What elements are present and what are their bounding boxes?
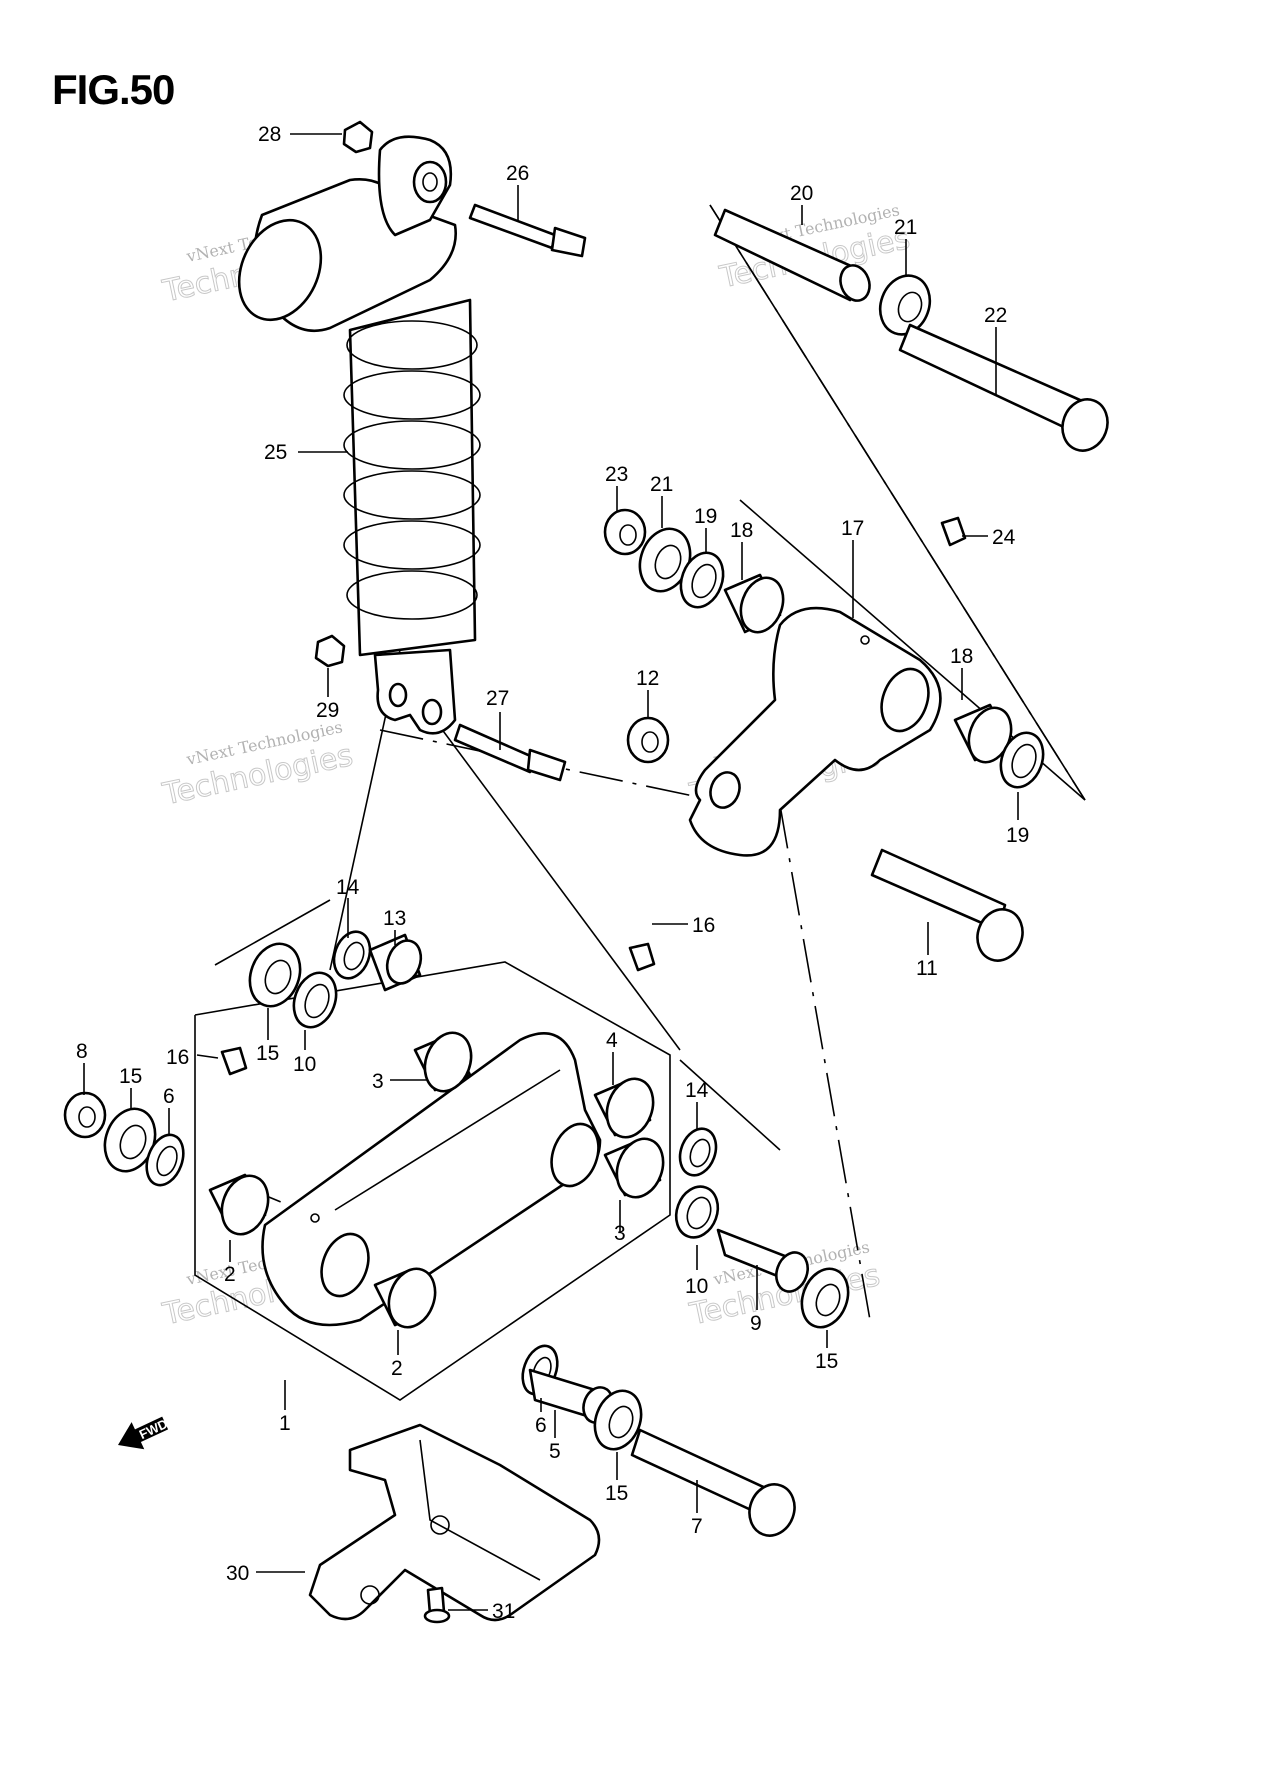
collar-20 bbox=[713, 208, 871, 302]
cushion-lever-1 bbox=[261, 1032, 602, 1327]
callout-21-mid: 21 bbox=[650, 473, 673, 496]
callout-10-a: 10 bbox=[293, 1053, 316, 1076]
lever-1-box bbox=[194, 961, 671, 1401]
callout-3-bottom: 3 bbox=[614, 1222, 626, 1245]
callout-6-a: 6 bbox=[163, 1085, 175, 1108]
nut-8 bbox=[63, 1091, 107, 1139]
figure-title: FIG.50 bbox=[52, 66, 175, 113]
seal-10-b bbox=[674, 1185, 720, 1239]
callout-3-top: 3 bbox=[372, 1070, 384, 1093]
bolt-27 bbox=[453, 723, 567, 782]
callout-13: 13 bbox=[383, 907, 406, 930]
bearing-3-top bbox=[413, 1031, 473, 1093]
bearing-18-right bbox=[953, 703, 1013, 764]
callout-19-mid: 19 bbox=[694, 505, 717, 528]
callout-9: 9 bbox=[750, 1312, 762, 1335]
washer-21-top bbox=[878, 274, 932, 336]
callout-22: 22 bbox=[984, 304, 1007, 327]
seal-15-a bbox=[248, 942, 302, 1008]
callout-23: 23 bbox=[605, 463, 628, 486]
callout-14-top: 14 bbox=[336, 876, 360, 899]
seal-19-mid bbox=[679, 551, 725, 609]
bearing-2-bottom bbox=[373, 1267, 437, 1329]
callout-15-b: 15 bbox=[119, 1065, 142, 1088]
callout-15-d: 15 bbox=[605, 1482, 628, 1505]
seal-15-c bbox=[800, 1267, 850, 1329]
callout-14-right: 14 bbox=[685, 1079, 709, 1102]
callout-24: 24 bbox=[992, 526, 1016, 549]
nut-23 bbox=[603, 508, 647, 556]
nut-12 bbox=[626, 716, 670, 764]
callout-27: 27 bbox=[486, 687, 509, 710]
callout-labels: 28 26 25 29 27 20 21 22 23 21 19 18 17 2… bbox=[76, 123, 1029, 1623]
callout-31: 31 bbox=[492, 1600, 515, 1623]
bolt-22 bbox=[898, 323, 1109, 452]
callout-19-right: 19 bbox=[1006, 824, 1029, 847]
callout-7: 7 bbox=[691, 1515, 703, 1538]
callout-16-top: 16 bbox=[692, 914, 715, 937]
callout-29: 29 bbox=[316, 699, 339, 722]
bolt-7 bbox=[630, 1428, 796, 1537]
callout-6-b: 6 bbox=[535, 1414, 547, 1437]
washer-14-b bbox=[678, 1127, 718, 1177]
rear-shock-absorber bbox=[237, 135, 481, 735]
grease-nipple-16-b bbox=[220, 1046, 248, 1076]
bolt-11 bbox=[870, 848, 1024, 962]
callout-30: 30 bbox=[226, 1562, 249, 1585]
callout-2-bottom: 2 bbox=[391, 1357, 403, 1380]
bolt-31 bbox=[423, 1586, 451, 1624]
washer-14-a bbox=[332, 930, 372, 980]
seal-15-d bbox=[593, 1389, 643, 1451]
bolt-26 bbox=[468, 203, 587, 258]
collar-13 bbox=[368, 933, 423, 992]
nut-29 bbox=[314, 634, 346, 668]
forward-arrow-icon: FWD bbox=[118, 1416, 170, 1450]
callout-2-left: 2 bbox=[224, 1263, 236, 1286]
callout-15-c: 15 bbox=[815, 1350, 838, 1373]
mud-guard-30 bbox=[308, 1423, 601, 1622]
callout-1: 1 bbox=[279, 1412, 291, 1435]
callout-26: 26 bbox=[506, 162, 529, 185]
callout-11: 11 bbox=[916, 957, 938, 980]
nut-28 bbox=[342, 120, 374, 154]
bearing-4 bbox=[593, 1077, 655, 1139]
callout-21-top: 21 bbox=[894, 216, 917, 239]
callout-17: 17 bbox=[841, 517, 864, 540]
bearing-18-mid bbox=[723, 573, 785, 634]
callout-5: 5 bbox=[549, 1440, 561, 1463]
bearing-2-left bbox=[208, 1173, 270, 1236]
leader-lines bbox=[83, 133, 1019, 1611]
callout-18-mid: 18 bbox=[730, 519, 753, 542]
callout-15-a: 15 bbox=[256, 1042, 279, 1065]
callout-28: 28 bbox=[258, 123, 281, 146]
callout-18-right: 18 bbox=[950, 645, 973, 668]
forward-label: FWD bbox=[137, 1416, 170, 1442]
callout-10-b: 10 bbox=[685, 1275, 708, 1298]
callout-8: 8 bbox=[76, 1040, 88, 1063]
callout-4: 4 bbox=[606, 1029, 618, 1052]
washer-6-a bbox=[145, 1133, 185, 1187]
seal-10-a bbox=[292, 971, 338, 1029]
bearing-3-bottom bbox=[603, 1137, 665, 1199]
callout-12: 12 bbox=[636, 667, 659, 690]
callout-16-left: 16 bbox=[166, 1046, 189, 1069]
link-17 bbox=[688, 606, 942, 857]
watermark: vNext Technologies Technologies bbox=[159, 717, 357, 813]
callout-20: 20 bbox=[790, 182, 813, 205]
grease-nipple-24 bbox=[940, 516, 967, 547]
collar-9 bbox=[716, 1228, 809, 1293]
callout-25: 25 bbox=[264, 441, 287, 464]
seal-19-right bbox=[999, 731, 1045, 789]
grease-nipple-16-a bbox=[628, 942, 656, 972]
